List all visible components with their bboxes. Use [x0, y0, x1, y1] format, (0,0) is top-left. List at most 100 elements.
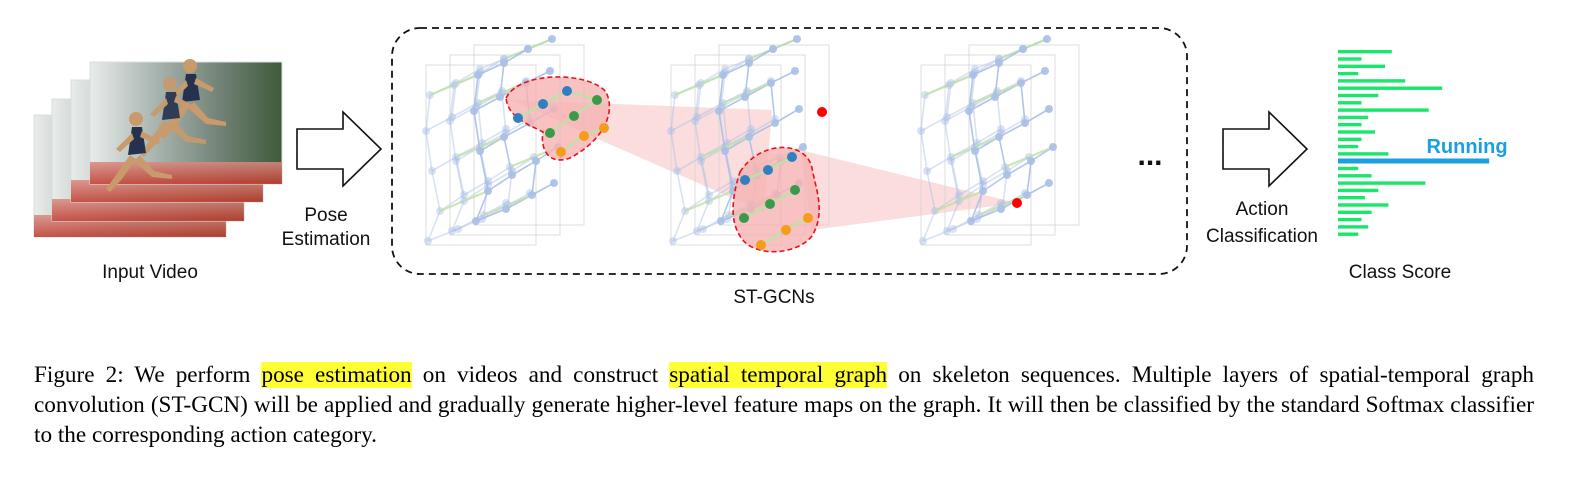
- temporal-edge: [463, 189, 489, 203]
- ellipsis: ...: [1137, 139, 1162, 172]
- skeleton-edge: [974, 58, 1000, 70]
- skeleton-edge: [503, 48, 529, 64]
- skeleton-edge: [531, 160, 537, 196]
- caption-text: Figure 2: We perform: [34, 362, 262, 388]
- skeleton-edge: [724, 58, 750, 74]
- skeleton-edge: [1006, 160, 1032, 176]
- skeleton-edge: [726, 128, 752, 144]
- skeleton-joint: [508, 171, 516, 179]
- class-score-bar: [1338, 174, 1372, 178]
- skeleton-edge: [1020, 82, 1026, 124]
- skeleton-edge: [700, 156, 710, 196]
- skeleton-edge: [696, 200, 710, 232]
- skeleton-joint: [767, 79, 775, 87]
- skeleton-edge: [425, 116, 453, 132]
- pose-estimation-label-line1: Pose: [304, 205, 347, 226]
- skeleton-joint: [454, 225, 462, 233]
- temporal-edge: [507, 193, 533, 207]
- skeleton-edge: [718, 74, 724, 112]
- temporal-edge: [1028, 145, 1054, 159]
- skeleton-edge: [531, 182, 555, 196]
- skeleton-edge: [708, 180, 734, 196]
- temporal-edge: [509, 155, 535, 169]
- skeleton-joint: [528, 191, 536, 199]
- skeleton-edge: [1026, 160, 1032, 196]
- skeleton-joint: [673, 167, 681, 175]
- skeleton-edge: [958, 180, 984, 196]
- figure-diagram: Input Video Pose Estimation: [33, 27, 1508, 308]
- skeleton-edge: [479, 150, 489, 192]
- skeleton-joint: [697, 157, 705, 165]
- skeleton-joint: [500, 133, 508, 141]
- skeleton-edge: [970, 208, 1002, 222]
- skeleton-edge: [431, 156, 457, 172]
- skeleton-joint: [991, 93, 999, 101]
- skeleton-edge: [998, 136, 1008, 176]
- skeleton-edge: [475, 208, 507, 222]
- skeleton-edge: [920, 130, 928, 172]
- skeleton-edge: [972, 102, 978, 144]
- skeleton-edge: [463, 180, 489, 196]
- temporal-edge: [429, 83, 455, 97]
- skeleton-edge: [922, 228, 954, 242]
- skeleton-joint: [799, 143, 807, 151]
- class-score-bar: [1338, 217, 1362, 222]
- skeleton-joint: [699, 225, 707, 233]
- skeleton-joint: [979, 187, 987, 195]
- skeleton-edge: [982, 170, 1008, 186]
- skeleton-edge: [473, 110, 481, 152]
- class-score-bars: [1338, 50, 1490, 236]
- caption-highlight-pose-estimation: pose estimation: [261, 362, 412, 388]
- skeleton-edge: [994, 62, 1000, 98]
- skeleton-edge: [481, 128, 507, 144]
- skeleton-edge: [946, 200, 960, 232]
- skeleton-joint: [1017, 79, 1025, 87]
- skeleton-joint: [947, 157, 955, 165]
- temporal-edge: [455, 145, 481, 159]
- joint-node: [740, 175, 750, 185]
- skeleton-edge: [950, 160, 960, 202]
- graph-conv-region-1: [505, 76, 611, 161]
- skeleton-joint: [719, 71, 727, 79]
- temporal-edge: [479, 135, 505, 149]
- skeleton-joint: [1003, 171, 1011, 179]
- skeleton-edge: [487, 170, 513, 186]
- output-joint-red-2: [1012, 198, 1022, 208]
- skeleton-joint: [1043, 35, 1051, 43]
- skeleton-edge: [1024, 108, 1050, 124]
- receptive-field-cone-2: [800, 150, 1017, 230]
- skeleton-edge: [968, 110, 976, 152]
- skeleton-edge: [982, 166, 1006, 182]
- class-score-bar: [1338, 232, 1359, 236]
- class-score-bar: [1338, 71, 1359, 76]
- joint-node: [787, 152, 797, 162]
- pose-estimation-label-line2: Estimation: [282, 229, 371, 250]
- skeleton-edge: [968, 74, 974, 112]
- skeleton-edge: [946, 82, 952, 118]
- temporal-edge: [950, 145, 976, 159]
- skeleton-joint: [496, 93, 504, 101]
- skeleton-joint: [460, 191, 468, 199]
- skeleton-edge: [724, 150, 734, 192]
- skeleton-joint: [550, 179, 558, 187]
- running-label: Running: [1426, 136, 1507, 158]
- skeleton-joint: [997, 205, 1005, 213]
- skeleton-joint: [923, 167, 931, 175]
- class-score-bar: [1338, 93, 1379, 98]
- skeleton-joint: [546, 67, 554, 75]
- skeleton-edge: [475, 190, 489, 222]
- graph-conv-region-2: [732, 146, 820, 253]
- skeleton-edge: [1000, 118, 1026, 134]
- skeleton-edge: [944, 120, 952, 162]
- temporal-edge: [924, 83, 950, 97]
- skeleton-edge: [670, 116, 698, 132]
- skeleton-edge: [976, 128, 1002, 144]
- skeleton-joint: [452, 157, 460, 165]
- skeleton-edge: [672, 228, 704, 242]
- temporal-edge: [700, 145, 726, 159]
- skeleton-joint: [500, 59, 508, 67]
- skeleton-edge: [449, 120, 457, 162]
- skeleton-edge: [770, 70, 796, 84]
- skeleton-joint: [446, 117, 454, 125]
- skeleton-edge: [700, 68, 726, 84]
